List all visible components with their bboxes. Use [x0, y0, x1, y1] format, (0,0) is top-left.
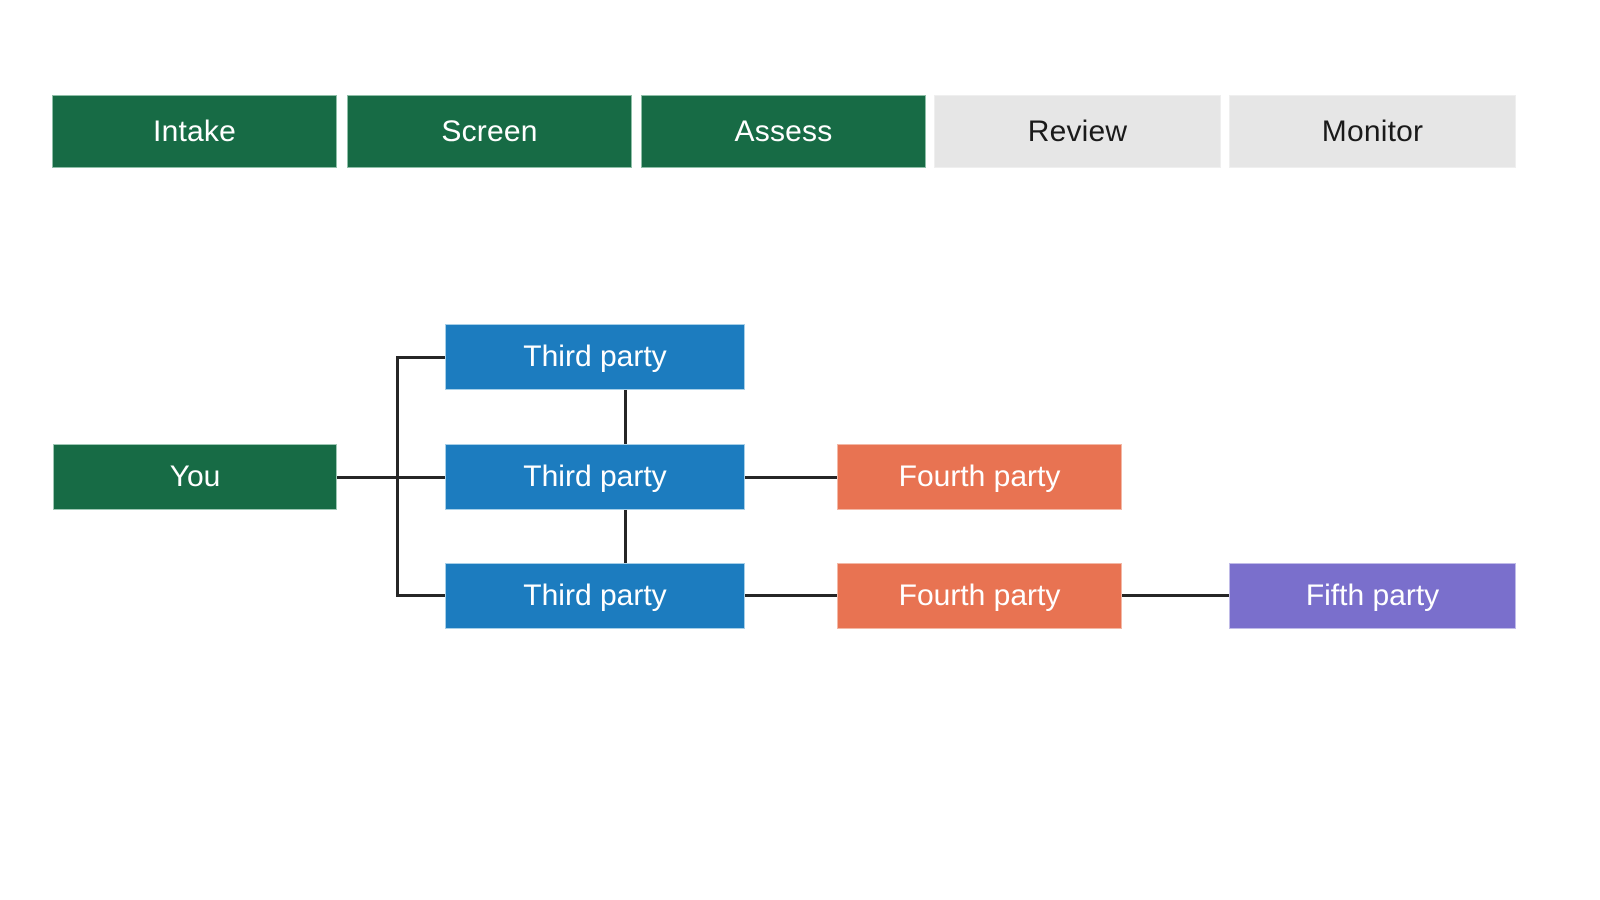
connector-you-to-trunk — [337, 476, 448, 479]
connector-trunk-vertical — [396, 356, 399, 596]
connector-tp2-to-tp3 — [624, 508, 627, 566]
tree-node-fp-1[interactable]: Fourth party — [837, 444, 1122, 510]
connector-trunk-to-tp3 — [396, 594, 448, 597]
connector-tp3-to-fp2 — [744, 594, 840, 597]
connector-trunk-to-tp1 — [396, 356, 448, 359]
stage-tab-assess[interactable]: Assess — [641, 95, 926, 168]
tree-node-tp-2[interactable]: Third party — [445, 444, 745, 510]
connector-tp2-to-fp1 — [744, 476, 840, 479]
tree-node-tp-3[interactable]: Third party — [445, 563, 745, 629]
stage-tab-monitor[interactable]: Monitor — [1229, 95, 1516, 168]
tree-node-fp-2[interactable]: Fourth party — [837, 563, 1122, 629]
stage-tab-review[interactable]: Review — [934, 95, 1221, 168]
tree-node-fifth-1[interactable]: Fifth party — [1229, 563, 1516, 629]
stage-tab-intake[interactable]: Intake — [52, 95, 337, 168]
tree-node-you[interactable]: You — [53, 444, 337, 510]
connector-tp1-to-tp2 — [624, 389, 627, 447]
stage-tab-screen[interactable]: Screen — [347, 95, 632, 168]
tree-node-tp-1[interactable]: Third party — [445, 324, 745, 390]
connector-fp2-to-fifth — [1121, 594, 1232, 597]
